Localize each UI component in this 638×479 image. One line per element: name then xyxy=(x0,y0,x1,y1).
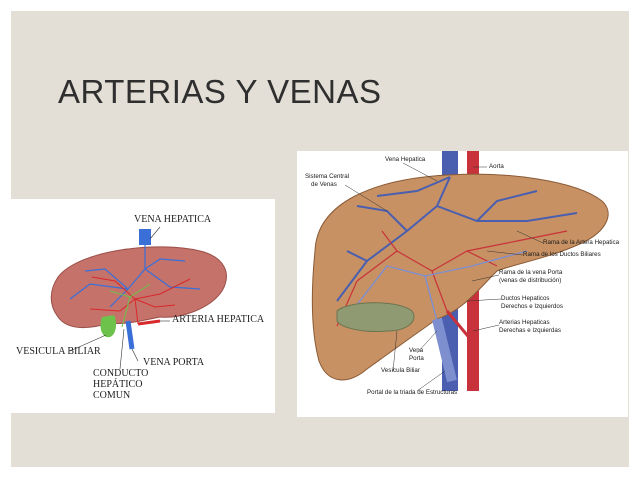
label-vena-hepatica: VENA HEPATICA xyxy=(134,214,212,225)
right-liver-diagram: Vena Hepatica Aorta Sistema Central de V… xyxy=(297,151,628,417)
left-liver-illustration xyxy=(50,226,227,370)
label-conducto-line-2: HEPÁTICO xyxy=(93,379,143,390)
right-portal-branches xyxy=(351,250,528,322)
label-vesicula-biliar: VESICULA BILIAR xyxy=(16,346,101,357)
left-liver-diagram: VENA HEPATICA ARTERIA HEPATICA VESICULA … xyxy=(10,199,275,413)
right-gallbladder xyxy=(336,302,415,332)
label-aorta: Aorta xyxy=(489,163,504,170)
label-rama-vena-porta-2: (venas de distribución) xyxy=(499,277,562,284)
label-ductos-2: Derechos e Izquierdos xyxy=(501,303,563,310)
label-rama-ductos: Rama de los Ductos Biliares xyxy=(523,251,601,258)
left-hepatic-vein-trunk xyxy=(139,229,151,245)
label-conducto-line-1: CONDUCTO xyxy=(93,368,149,379)
right-leader-lines xyxy=(344,162,544,392)
label-vena-porta-2: Porta xyxy=(409,355,424,362)
label-vena-hepatica-right: Vena Hepatica xyxy=(385,156,426,163)
label-portal-triada: Portal de la triada de Estructuras xyxy=(367,389,458,396)
right-vein-network xyxy=(336,176,578,302)
left-portal-vein xyxy=(125,320,135,350)
label-vesicula-biliar-right: Vesícula Biliar xyxy=(381,367,420,374)
right-liver-shape xyxy=(311,173,609,381)
slide-title: ARTERIAS Y VENAS xyxy=(58,73,382,110)
left-gallbladder xyxy=(100,315,117,338)
label-vena-porta-1: Vena xyxy=(409,347,424,354)
label-vena-porta: VENA PORTA xyxy=(143,357,205,368)
left-hepatic-artery xyxy=(137,319,161,326)
left-duct-network xyxy=(109,283,151,328)
right-liver-illustration xyxy=(311,151,609,392)
label-conducto-line-3: COMUN xyxy=(93,390,131,401)
left-leader-lines xyxy=(69,226,170,370)
label-sistema-central-1: Sistema Central xyxy=(305,173,350,180)
label-rama-arteria: Rama de la Artera Hepatica xyxy=(543,239,620,246)
label-arterias-2: Derechas e Izquierdas xyxy=(499,327,561,334)
right-artery-network xyxy=(336,230,568,327)
label-rama-vena-porta-1: Rama de la vena Porta xyxy=(499,269,563,276)
label-arterias-1: Arterias Hepaticas xyxy=(499,319,550,326)
right-portal-vein xyxy=(432,317,457,383)
left-artery-network xyxy=(89,276,191,325)
left-vein-network xyxy=(69,243,201,308)
label-ductos-1: Ductos Hepaticos xyxy=(501,295,550,302)
label-sistema-central-2: de Venas xyxy=(311,181,337,188)
label-arteria-hepatica: ARTERIA HEPATICA xyxy=(172,314,265,325)
left-liver-shape xyxy=(50,246,227,328)
right-hepatic-artery xyxy=(445,310,474,342)
